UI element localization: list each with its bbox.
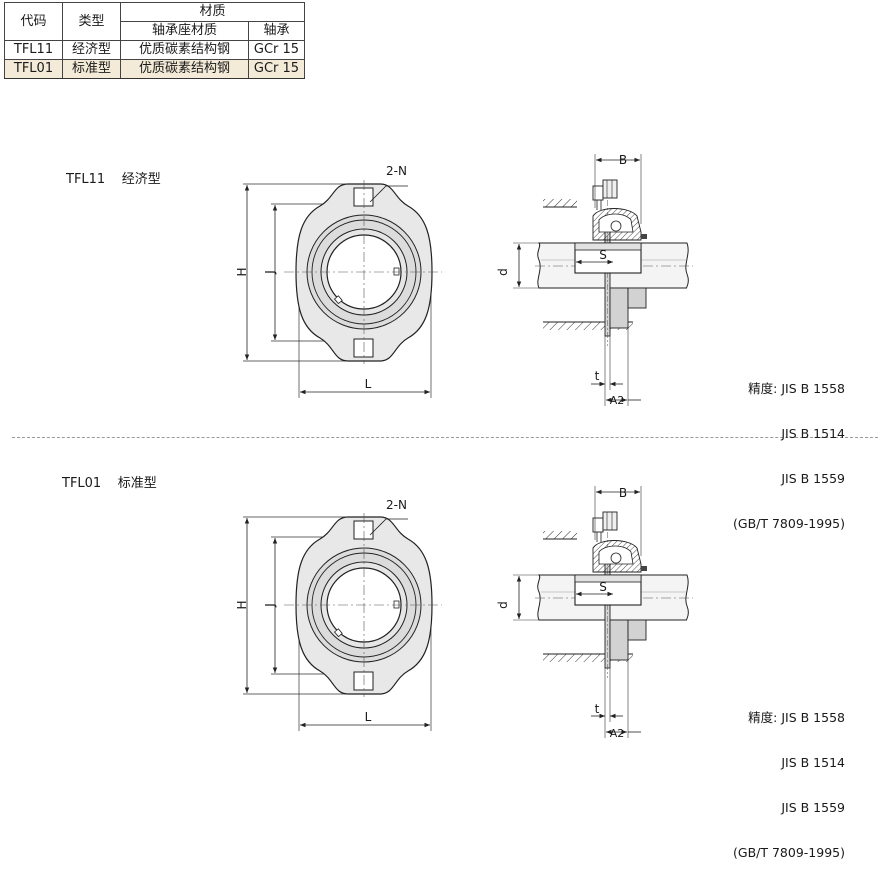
dim-label-j: J	[263, 603, 277, 608]
cell-bearing: GCr 15	[248, 40, 305, 60]
col-header-code: 代码	[4, 2, 63, 41]
dim-label-l: L	[365, 710, 372, 724]
technical-drawings: 2-N H J L B d S t A2 2-N H J L B d S t A…	[235, 153, 891, 740]
dim-label-a2: A2	[610, 727, 625, 740]
dim-label-b: B	[619, 153, 627, 167]
side-view-drawing-1	[513, 154, 693, 406]
front-view-drawing-1	[243, 180, 442, 398]
section-label-tfl11: TFL11 经济型	[66, 172, 161, 187]
dim-label-j: J	[263, 270, 277, 275]
dim-label-l: L	[365, 377, 372, 391]
dim-label-t: t	[595, 702, 600, 716]
dim-label-s: S	[599, 248, 607, 262]
accuracy-line: (GB/T 7809-1995)	[733, 516, 845, 531]
dim-label-a2: A2	[610, 394, 625, 407]
cell-type: 经济型	[62, 40, 121, 60]
cell-code: TFL01	[4, 59, 63, 79]
cell-type: 标准型	[62, 59, 121, 79]
cell-bearing: GCr 15	[248, 59, 305, 79]
front-view-drawing-2	[243, 513, 442, 731]
dim-label-d: d	[496, 268, 510, 276]
col-header-bearing: 轴承	[248, 21, 305, 41]
accuracy-line: 精度: JIS B 1558	[748, 381, 845, 396]
cell-housing-material: 优质碳素结构钢	[120, 59, 249, 79]
col-header-material: 材质	[120, 2, 305, 22]
accuracy-line: JIS B 1559	[781, 471, 845, 486]
accuracy-line: JIS B 1514	[781, 426, 845, 441]
accuracy-line: JIS B 1559	[781, 800, 845, 815]
accuracy-line: (GB/T 7809-1995)	[733, 845, 845, 860]
dim-label-n: 2-N	[386, 498, 407, 512]
section-divider	[12, 437, 878, 438]
section-label-tfl01: TFL01 标准型	[62, 476, 157, 491]
col-header-housing-material: 轴承座材质	[120, 21, 249, 41]
side-view-drawing-2	[513, 486, 693, 738]
dim-label-s: S	[599, 580, 607, 594]
dim-label-h: H	[235, 267, 249, 276]
dim-label-h: H	[235, 600, 249, 609]
accuracy-line: 精度: JIS B 1558	[748, 710, 845, 725]
dim-label-b: B	[619, 486, 627, 500]
dim-label-d: d	[496, 601, 510, 609]
table-row: TFL01 标准型 优质碳素结构钢 GCr 15	[4, 59, 305, 79]
dim-label-t: t	[595, 369, 600, 383]
dim-label-n: 2-N	[386, 164, 407, 178]
accuracy-line: JIS B 1514	[781, 755, 845, 770]
spec-table: 代码 类型 材质 轴承座材质 轴承 TFL11 经济型 优质碳素结构钢 GCr …	[4, 2, 305, 79]
accuracy-note-1: 精度: JIS B 1558 JIS B 1514 JIS B 1559 (GB…	[733, 351, 845, 546]
